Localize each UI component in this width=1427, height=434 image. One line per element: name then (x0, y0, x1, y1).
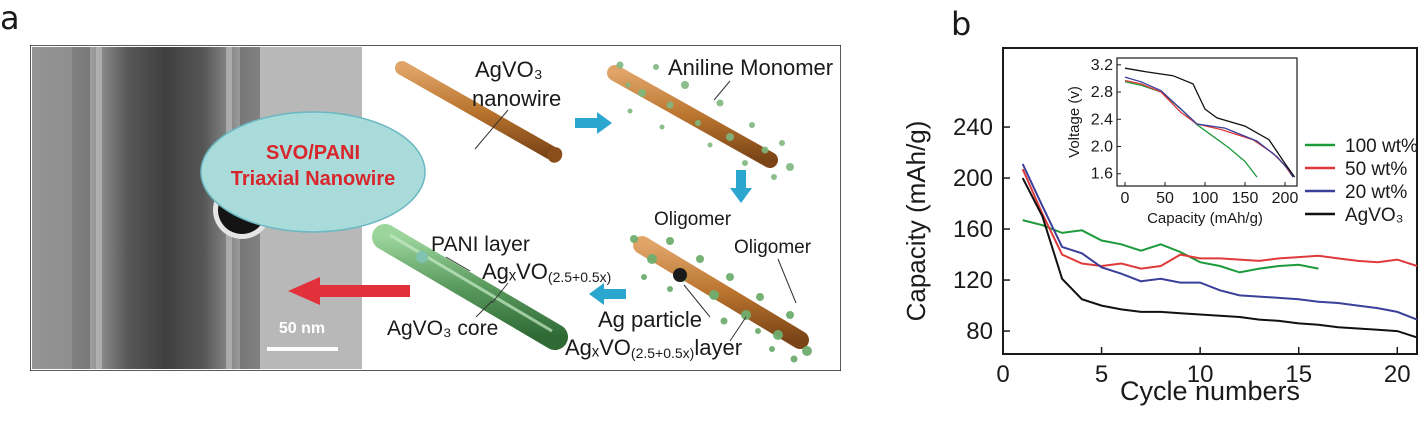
main-plot-frame (1002, 47, 1418, 355)
svo-pani-ellipse (200, 111, 426, 233)
series-line-1 (1021, 168, 1418, 270)
core-leader (475, 300, 493, 318)
y-tick-label: 200 (953, 165, 993, 192)
pani-layer-label: PANI layer (431, 233, 530, 256)
aniline-leader (713, 80, 731, 101)
inset-y-tick-label: 3.2 (1091, 57, 1113, 74)
y-tick-label: 160 (953, 216, 993, 243)
blue-arrow-down (730, 170, 752, 203)
legend-label: 20 wt% (1345, 182, 1407, 203)
x-axis-label: Cycle numbers (1120, 376, 1300, 406)
inset-y-tick-label: 2.0 (1091, 139, 1113, 156)
scale-bar-label: 50 nm (279, 320, 325, 337)
ag-particle-label: Ag particle (598, 307, 702, 332)
agx-layer-sub: (2.5+0.5x) (548, 269, 611, 285)
inset-plot-frame (1116, 57, 1298, 187)
red-arrow-left (288, 277, 410, 305)
legend-label: AgVO₃ (1345, 205, 1403, 226)
inset-x-tick-label: 150 (1232, 190, 1259, 207)
agx-bottom-label: AgₓVO(2.5+0.5x)layer (565, 335, 742, 361)
x-tick-label: 5 (1095, 361, 1108, 388)
blue-arrow-left (589, 283, 626, 305)
inset-x-tick-label: 50 (1156, 190, 1174, 207)
oligomer-leader (777, 258, 797, 304)
agx-bottom-sub: (2.5+0.5x) (631, 345, 694, 361)
agx-bottom-main: AgₓVO (565, 335, 631, 360)
x-tick-label: 0 (996, 361, 1009, 388)
agx-bottom-leader (729, 316, 747, 342)
oligomer-label-top: Oligomer (654, 209, 732, 230)
inset-x-tick-label: 100 (1192, 190, 1219, 207)
agx-bottom-end: layer (694, 335, 742, 360)
ag-particle-leader (683, 284, 711, 318)
panel-label-a: a (0, 0, 20, 37)
aniline-monomer-label: Aniline Monomer (668, 55, 833, 80)
oligomer-label-right: Oligomer (734, 237, 812, 258)
series-line-3 (1021, 177, 1418, 339)
inset-voltage-chart: 0 50 100 150 200 1.6 2.0 2.4 2.8 3.2 Capacity (mA… (1066, 52, 1305, 228)
y-tick-label: 120 (953, 267, 993, 294)
ellipse-title-line2: Triaxial Nanowire (231, 168, 396, 190)
nanowire-label: nanowire (472, 86, 561, 111)
inset-series-line-0 (1124, 81, 1258, 178)
inset-x-axis-label: Capacity (mAh/g) (1147, 210, 1263, 227)
agvo3-leader (474, 109, 509, 150)
y-axis-label: Capacity (mAh/g) (901, 121, 931, 322)
panel-label-b: b (951, 5, 972, 43)
series-line-0 (1022, 219, 1319, 274)
panel-a-figure: 50 nm SVO/PANI Triaxial Nanowire AgVO₃ n… (30, 45, 841, 371)
inset-series-line-3 (1124, 67, 1296, 178)
inset-x-tick-label: 0 (1121, 190, 1130, 207)
inset-y-axis-label: Voltage (v) (1066, 86, 1083, 158)
x-tick-label: 20 (1384, 361, 1411, 388)
agx-layer-main: AgₓVO (482, 259, 548, 284)
ellipse-title-line1: SVO/PANI (266, 142, 360, 164)
legend: 100 wt%50 wt%20 wt%AgVO₃ (1305, 136, 1418, 226)
series-line-2 (1021, 163, 1418, 321)
inset-x-tick-label: 200 (1272, 190, 1299, 207)
agvo3-nanowire-rod (395, 61, 563, 163)
triaxial-nanowire-rod (372, 224, 568, 350)
agx-layer-leader (491, 282, 509, 304)
legend-label: 50 wt% (1345, 159, 1407, 180)
blue-arrow-right (575, 112, 612, 134)
x-tick-label: 10 (1187, 361, 1214, 388)
inset-y-tick-label: 2.4 (1091, 111, 1113, 128)
capacity-chart: 0 5 10 15 20 80 120 160 200 240 Cycle numbers Cap… (901, 47, 1418, 406)
inset-series-line-2 (1124, 76, 1294, 178)
agx-layer-label: AgₓVO(2.5+0.5x) (482, 259, 611, 285)
x-tick-label: 15 (1285, 361, 1312, 388)
agvo3-label: AgVO₃ (475, 57, 543, 82)
oligomer-rod (630, 235, 812, 363)
y-tick-label: 80 (966, 318, 993, 345)
inset-y-tick-label: 2.8 (1091, 84, 1113, 101)
inset-y-tick-label: 1.6 (1091, 166, 1113, 183)
legend-label: 100 wt% (1345, 136, 1418, 157)
y-tick-label: 240 (953, 114, 993, 141)
aniline-monomer-rod (607, 61, 794, 180)
agvo3-core-label: AgVO₃ core (387, 317, 498, 340)
pani-leader (445, 256, 471, 272)
